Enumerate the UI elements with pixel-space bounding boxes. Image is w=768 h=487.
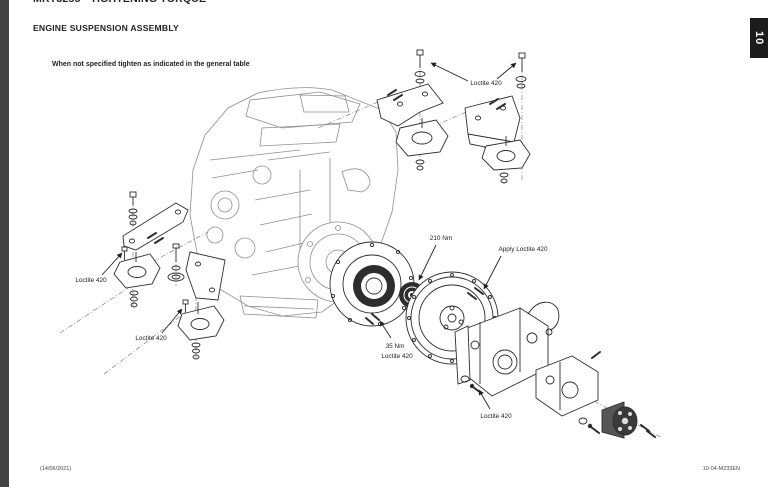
adapter-plate [329,241,415,327]
pump-flange-bolts [467,287,484,300]
footer-doc-code: 10-04-M233EN [702,466,740,472]
section-title: ENGINE SUSPENSION ASSEMBLY [33,23,179,33]
callout-loctite-left-lower: Loctite 420 [135,335,167,342]
callout-torque-210: 210 Nm [430,235,452,242]
gear-motor [601,401,656,439]
pump2-mount-bolt [578,417,600,434]
callout-torque-35: 35 Nm [386,343,405,350]
callout-apply-loctite: Apply Loctite 420 [498,246,547,253]
general-note: When not specified tighten as indicated … [52,61,250,68]
callouts: Loctite 420 Loctite 420 Loctite 420 210 … [75,62,548,420]
mount-assembly-upper [376,49,449,171]
footer-date: (14/06/2021) [40,466,72,472]
mount-assembly-right [464,52,531,184]
callout-loctite-left: Loctite 420 [75,277,107,284]
callout-loctite-flywheel: Loctite 420 [381,353,413,360]
running-title: MRT3255 - TIGHTENING TORQUE [33,0,206,5]
mount-assembly-lower-left [177,251,226,360]
callout-loctite-top: Loctite 420 [470,80,502,87]
loose-hardware-middle [167,243,185,282]
mount-assembly-left [113,191,189,308]
callout-loctite-pump: Loctite 420 [480,413,512,420]
chapter-tab-number: 10 [753,30,765,46]
page-edge-strip [0,0,9,487]
chapter-tab: 10 [750,18,768,58]
hydraulic-pump-secondary [535,351,601,417]
